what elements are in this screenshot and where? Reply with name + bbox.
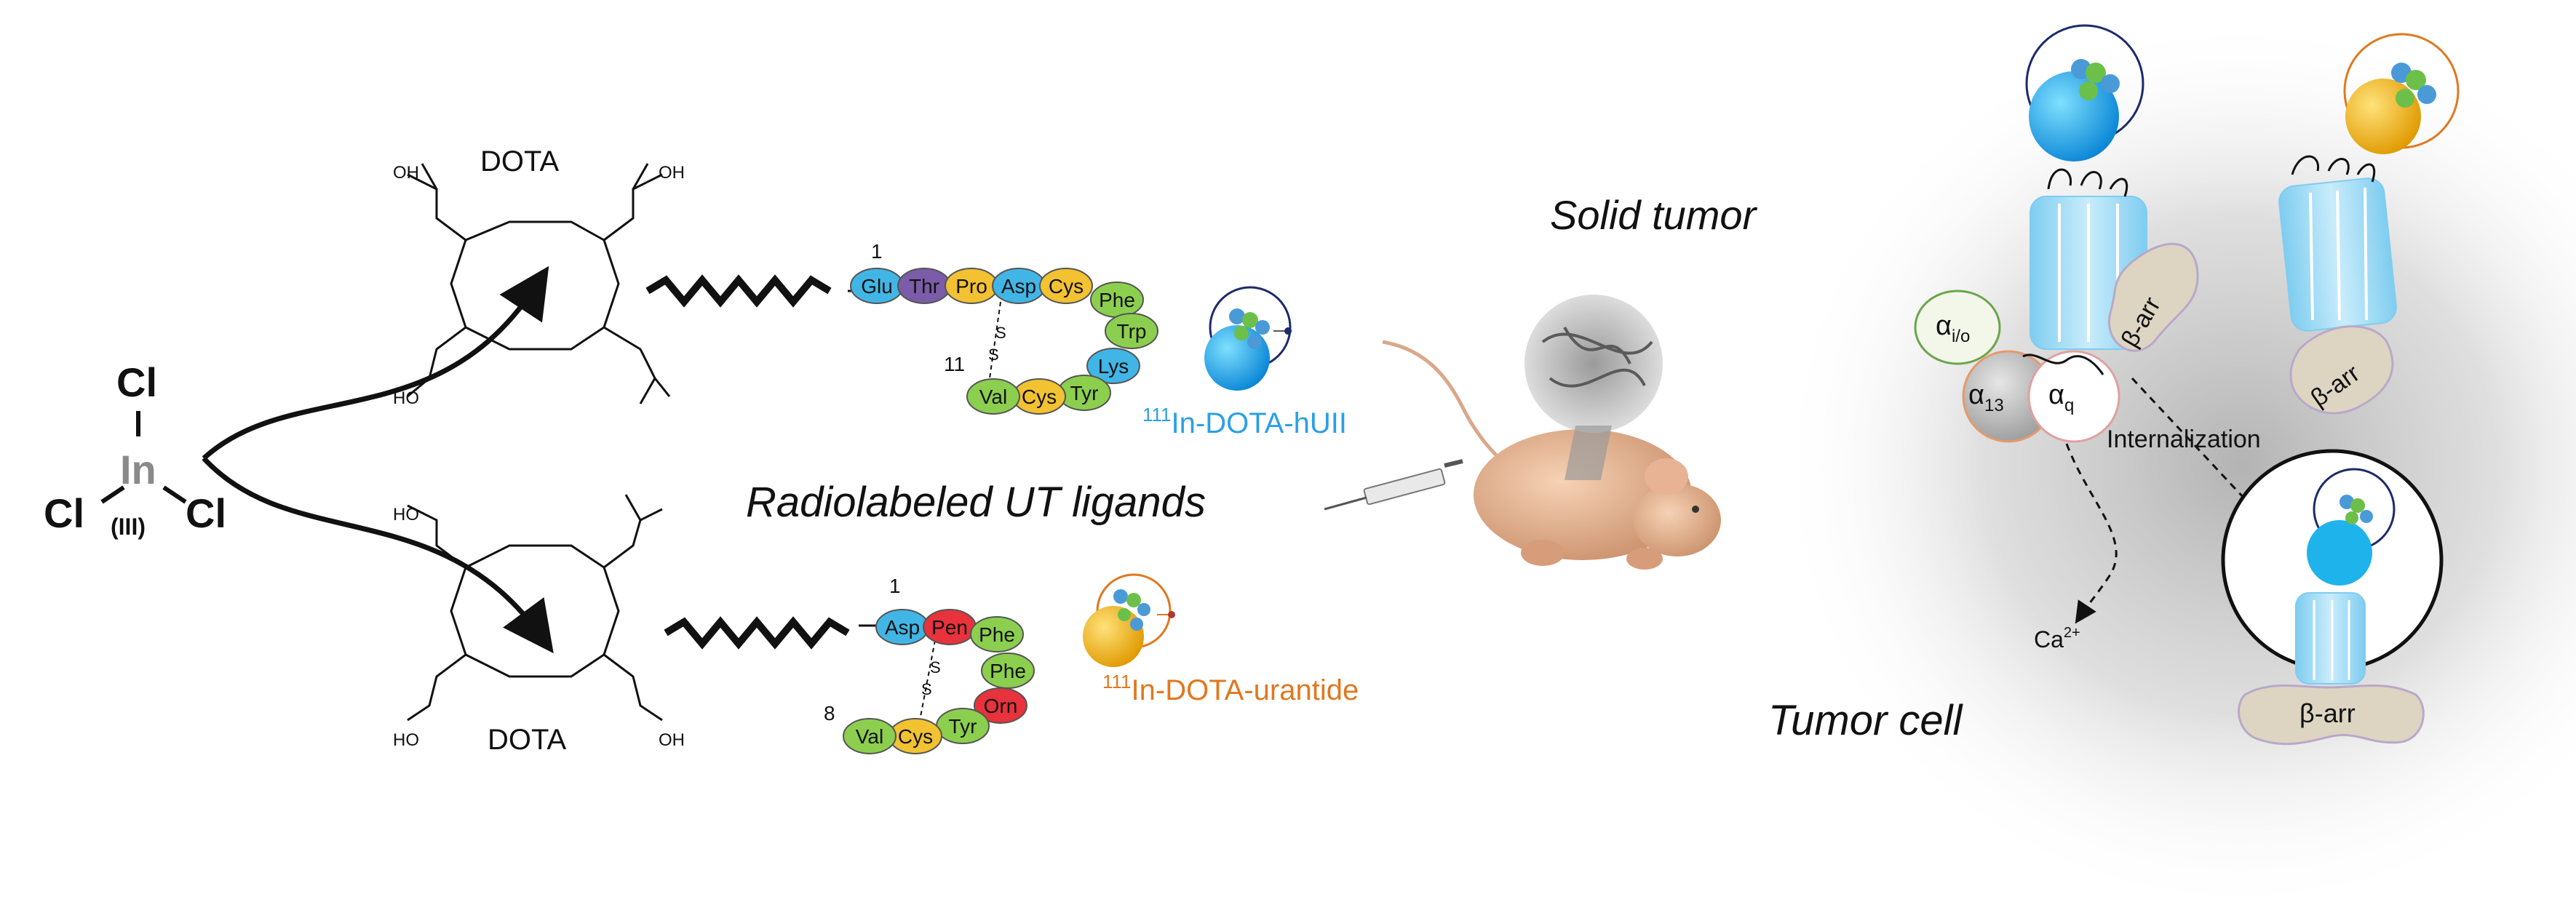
urantide-start-index: 1 <box>889 575 901 597</box>
urantide-residue-pen: Pen <box>923 609 977 645</box>
dota-top-ho: HO <box>393 388 419 408</box>
linker-bottom <box>664 616 850 650</box>
svg-text:Tyr: Tyr <box>949 715 977 738</box>
indium-chloride: Cl In Cl Cl (III) <box>44 359 226 540</box>
chloride-right: Cl <box>186 490 226 536</box>
dota-top-structure <box>407 163 671 404</box>
hUII-end-index: 11 <box>944 353 965 375</box>
hUII-label: 111In-DOTA-hUII <box>1142 404 1347 439</box>
hUII-residue-thr: Thr <box>897 268 951 304</box>
hUII-residue-trp: Trp <box>1105 313 1158 349</box>
urantide-label: 111In-DOTA-urantide <box>1102 671 1359 706</box>
svg-text:Phe: Phe <box>990 660 1026 682</box>
g-alpha-io: αi/o <box>1914 290 2001 365</box>
svg-text:Pro: Pro <box>955 275 987 298</box>
svg-text:Phe: Phe <box>979 623 1015 646</box>
dota-bottom-oh: OH <box>659 730 685 750</box>
solid-tumor-icon <box>1524 295 1663 480</box>
reaction-arrows <box>202 266 554 654</box>
svg-text:Val: Val <box>979 386 1007 408</box>
indium-symbol: In <box>120 447 156 492</box>
linker-top <box>645 274 832 308</box>
dota-top-oh-right: OH <box>659 163 685 183</box>
hUII-residue-cys: Cys <box>1012 378 1066 415</box>
hUII-residue-val: Val <box>966 378 1020 415</box>
beta-arr-3-label: β-arr <box>2299 698 2356 728</box>
hUII-residue-glu: Glu <box>850 268 904 304</box>
dota-bottom-ho-bottom: HO <box>393 730 419 750</box>
tumor-cell-background <box>1776 15 2576 902</box>
svg-text:Glu: Glu <box>861 275 893 298</box>
tumor-cell-caption: Tumor cell <box>1768 697 1964 744</box>
svg-text:Cys: Cys <box>1022 386 1057 408</box>
svg-text:αq: αq <box>2048 380 2074 415</box>
svg-text:Pen: Pen <box>931 616 968 639</box>
urantide-residue-asp: Asp <box>875 609 929 645</box>
internalization-label: Internalization <box>2107 426 2261 453</box>
hUII-bridge-s1: S <box>995 324 1006 342</box>
radiolabeled-caption: Radiolabeled UT ligands <box>746 479 1206 526</box>
svg-text:Lys: Lys <box>1098 355 1129 378</box>
beta-arrestin-2: β-arr <box>2289 325 2394 415</box>
svg-text:Thr: Thr <box>909 275 939 298</box>
svg-text:Phe: Phe <box>1099 289 1135 311</box>
g-alpha-13: α13 <box>1962 350 2055 443</box>
internalized-vesicle <box>2221 449 2444 685</box>
svg-text:αi/o: αi/o <box>1936 311 1970 346</box>
beta-arrestin-3: β-arr <box>2238 685 2425 746</box>
chloride-left: Cl <box>44 490 84 536</box>
urantide-residue-phe: Phe <box>981 652 1035 689</box>
svg-text:Trp: Trp <box>1117 320 1147 343</box>
hUII-conjugate-icon <box>1204 286 1292 391</box>
g-alpha-q: αq <box>2027 350 2120 443</box>
urantide-residue-val: Val <box>843 718 897 754</box>
dota-bottom-label: DOTA <box>488 724 566 756</box>
svg-text:Asp: Asp <box>885 616 920 639</box>
hUII-bridge-s2: S <box>988 346 999 364</box>
urantide-bridge-s1: S <box>930 658 941 676</box>
svg-text:Orn: Orn <box>984 695 1018 717</box>
calcium-arrow <box>2065 443 2118 624</box>
calcium-label: Ca2+ <box>2034 625 2080 652</box>
svg-text:Asp: Asp <box>1001 275 1036 298</box>
urantide-conjugate-icon <box>1083 573 1175 667</box>
syringe-icon <box>1324 459 1463 511</box>
dota-bottom-ho-top: HO <box>393 505 419 524</box>
hUII-residue-tyr: Tyr <box>1057 375 1111 411</box>
urantide-residue-orn: Orn <box>974 687 1027 724</box>
ut-receptor-bound-urantide <box>2278 33 2460 332</box>
chloride-top: Cl <box>116 359 157 405</box>
mouse-icon <box>1382 340 1721 570</box>
dota-bottom-structure <box>407 494 663 722</box>
oxidation-state: (III) <box>111 514 146 540</box>
hUII-residue-asp: Asp <box>992 268 1046 304</box>
urantide-residue-tyr: Tyr <box>936 708 990 744</box>
hUII-residue-lys: Lys <box>1086 348 1140 384</box>
dota-top-label: DOTA <box>480 145 559 177</box>
beta-arrestin-1: β-arr <box>2108 242 2199 352</box>
svg-text:Cys: Cys <box>1049 275 1084 298</box>
urantide-end-index: 8 <box>824 702 835 725</box>
solid-tumor-caption: Solid tumor <box>1550 192 1758 238</box>
hUII-residue-phe: Phe <box>1090 282 1144 318</box>
dota-top-oh-left: OH <box>393 163 419 183</box>
urantide-bridge-s2: S <box>921 680 932 698</box>
hUII-start-index: 1 <box>871 240 883 263</box>
hUII-residue-cys: Cys <box>1039 268 1093 304</box>
svg-text:Val: Val <box>856 725 883 748</box>
svg-text:Tyr: Tyr <box>1070 382 1099 404</box>
svg-text:α13: α13 <box>1968 380 2004 415</box>
svg-text:Cys: Cys <box>898 725 933 748</box>
hUII-residue-pro: Pro <box>945 268 998 304</box>
urantide-residue-phe: Phe <box>970 616 1024 652</box>
urantide-residue-cys: Cys <box>889 718 942 754</box>
